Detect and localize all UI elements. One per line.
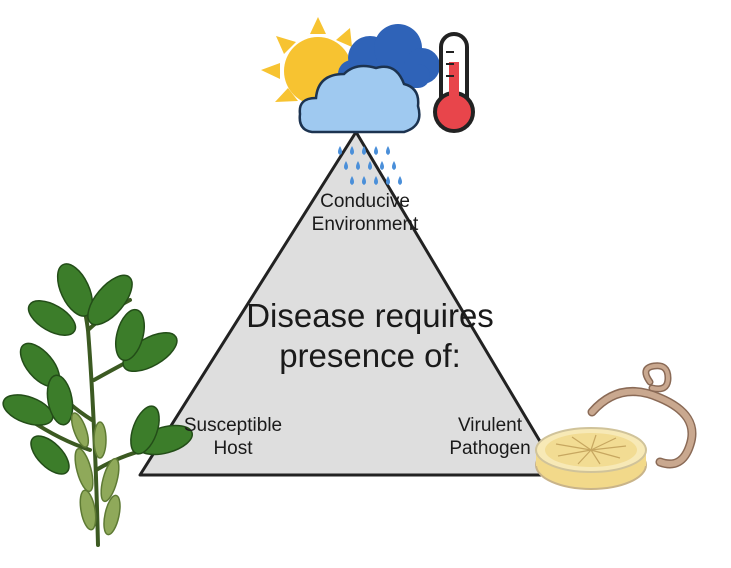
center-title-line2: presence of: (279, 336, 461, 374)
pathogen-label-line2: Pathogen (449, 438, 531, 460)
nematode-icon (587, 362, 697, 469)
environment-label-line1: Conducive (320, 191, 410, 212)
host-label-line2: Host (213, 438, 253, 460)
environment-label: Conducive Environment (280, 190, 450, 236)
pathogen-label: Virulent Pathogen (430, 414, 550, 460)
host-label: Susceptible Host (168, 414, 298, 460)
thermometer-icon (433, 32, 475, 133)
rain-icon (338, 146, 402, 185)
center-title: Disease requires presence of: (190, 296, 550, 375)
disease-triangle (138, 130, 562, 477)
center-title-line1: Disease requires (246, 297, 494, 334)
host-label-line1: Susceptible (183, 415, 283, 436)
pathogen-label-line1: Virulent (457, 415, 523, 436)
petri-dish-icon (535, 427, 647, 490)
cloud-icon (298, 64, 421, 134)
environment-label-line2: Environment (311, 214, 419, 236)
soybean-plant-icon (2, 263, 194, 547)
